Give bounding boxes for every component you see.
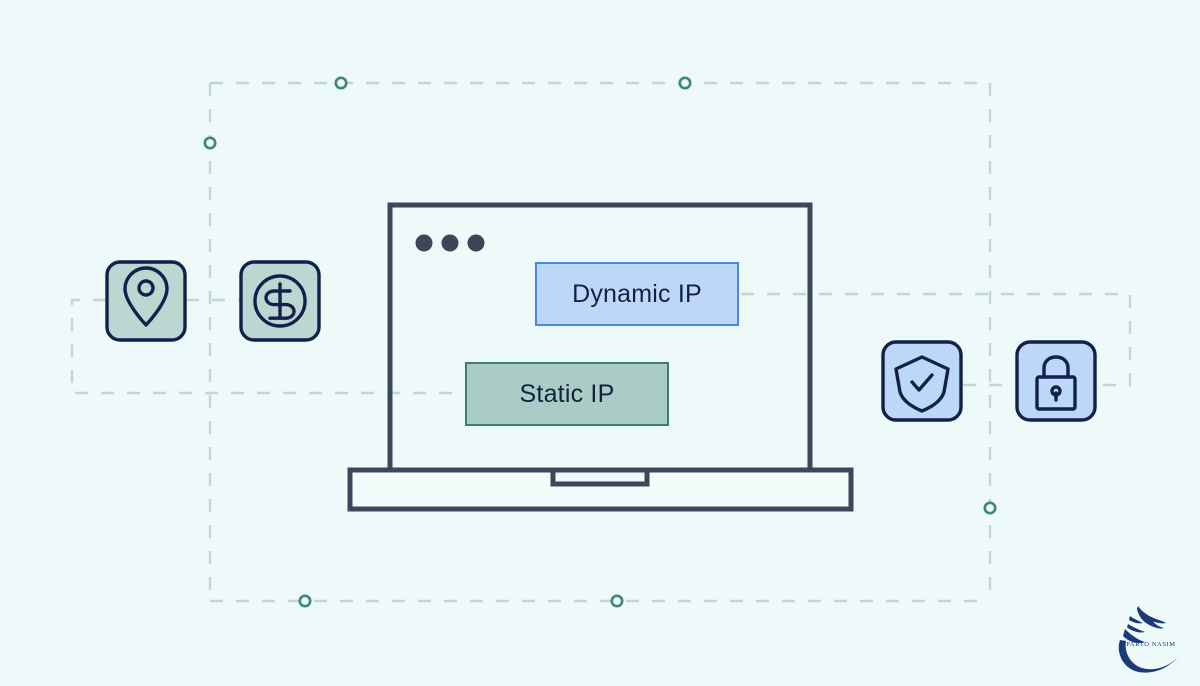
static-ip-box[interactable]: Static IP (465, 362, 669, 426)
shield-check-icon (894, 355, 950, 413)
dollar-circle-icon-tile[interactable] (239, 260, 321, 342)
node-bottom-mid-segment (610, 594, 624, 608)
bird-logo-swoosh (1118, 640, 1180, 673)
padlock-icon (1035, 355, 1077, 411)
static-ip-label: Static IP (519, 379, 615, 408)
laptop-device (347, 202, 854, 512)
right-connector-path (741, 292, 1132, 387)
watermark-logo: PARTO NASIM (1118, 606, 1180, 673)
left-connector-path (70, 298, 465, 395)
right-connector-line (741, 292, 1132, 387)
node-top-right-segment (678, 76, 692, 90)
location-pin-tile-bg (105, 260, 187, 342)
location-pin-icon-tile[interactable] (105, 260, 187, 342)
window-dots (415, 234, 485, 252)
bird-logo-icon (1123, 606, 1166, 644)
shield-check-icon-tile[interactable] (881, 340, 963, 422)
node-left-upper (203, 136, 217, 150)
window-dot-3 (467, 234, 485, 252)
dynamic-ip-box[interactable]: Dynamic IP (535, 262, 739, 326)
window-dot-1 (415, 234, 433, 252)
padlock-icon-tile[interactable] (1015, 340, 1097, 422)
dollar-circle-icon (253, 274, 307, 328)
shield-check-tile-bg (881, 340, 963, 422)
node-right-lower (983, 501, 997, 515)
node-top-left-segment (334, 76, 348, 90)
node-bottom-left-segment (298, 594, 312, 608)
connector-nodes (203, 76, 997, 608)
left-connector-line (70, 298, 465, 395)
window-dot-2 (441, 234, 459, 252)
location-pin-icon (123, 266, 169, 327)
laptop-base (347, 467, 854, 512)
outer-dashed-frame (208, 81, 992, 603)
watermark-text: PARTO NASIM (1126, 641, 1175, 648)
dynamic-ip-label: Dynamic IP (572, 279, 702, 308)
